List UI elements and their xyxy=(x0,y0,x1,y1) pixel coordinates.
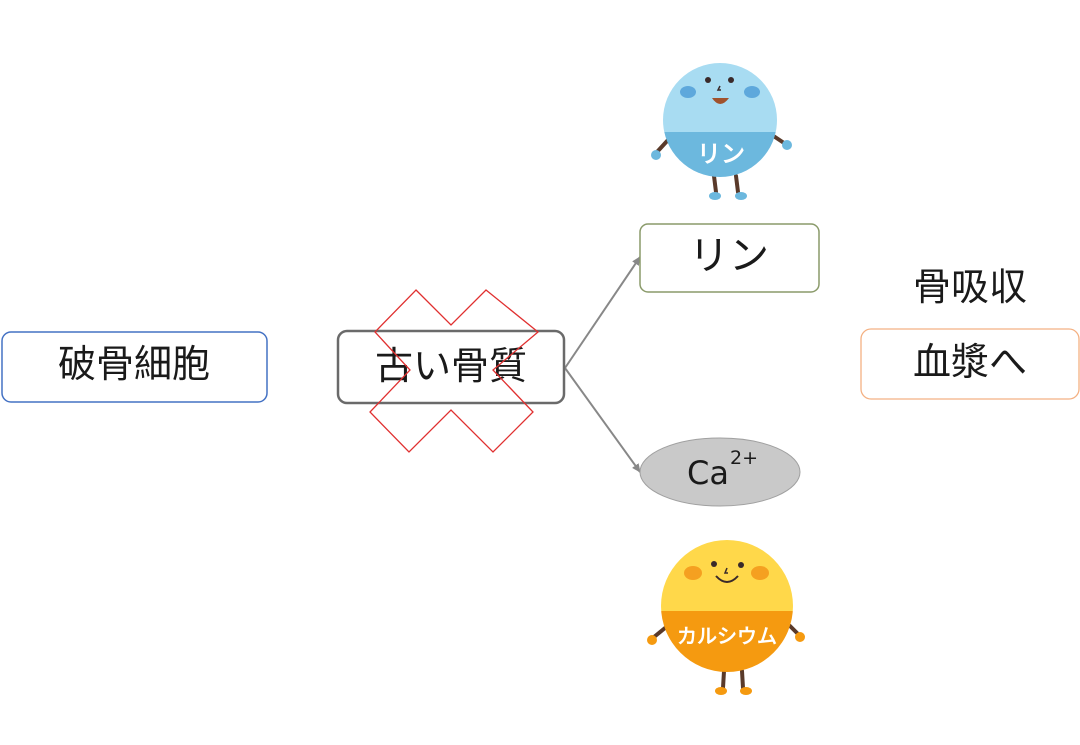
cross-mark-icon xyxy=(369,289,540,453)
to-plasma-node: 血漿へ xyxy=(860,328,1080,400)
calcium-ion-ellipse xyxy=(639,437,801,507)
phosphorus-mascot-label: リン xyxy=(697,140,745,168)
to-plasma-label: 血漿へ xyxy=(913,340,1027,384)
calcium-ion-node: Ca 2+ xyxy=(639,437,801,507)
calcium-mascot-label: カルシウム xyxy=(677,624,777,648)
arrow-to-phosphorus xyxy=(564,256,641,369)
phosphorus-mascot-icon: リン xyxy=(651,63,792,200)
osteoclast-node: 破骨細胞 xyxy=(1,331,268,403)
to-plasma-box xyxy=(860,328,1080,400)
calcium-ion-label: Ca xyxy=(687,454,729,492)
calcium-mascot-icon: カルシウム xyxy=(647,540,805,695)
phosphorus-label: リン xyxy=(689,233,769,279)
calcium-ion-charge: 2+ xyxy=(730,447,758,469)
old-bone-node: 古い骨質 xyxy=(336,329,566,405)
osteoclast-box xyxy=(1,331,268,403)
bone-resorption-label: 骨吸収 xyxy=(913,265,1027,309)
phosphorus-node: リン xyxy=(639,223,820,293)
arrow-to-calcium xyxy=(564,367,641,473)
phosphorus-box xyxy=(639,223,820,293)
osteoclast-label: 破骨細胞 xyxy=(58,342,210,386)
